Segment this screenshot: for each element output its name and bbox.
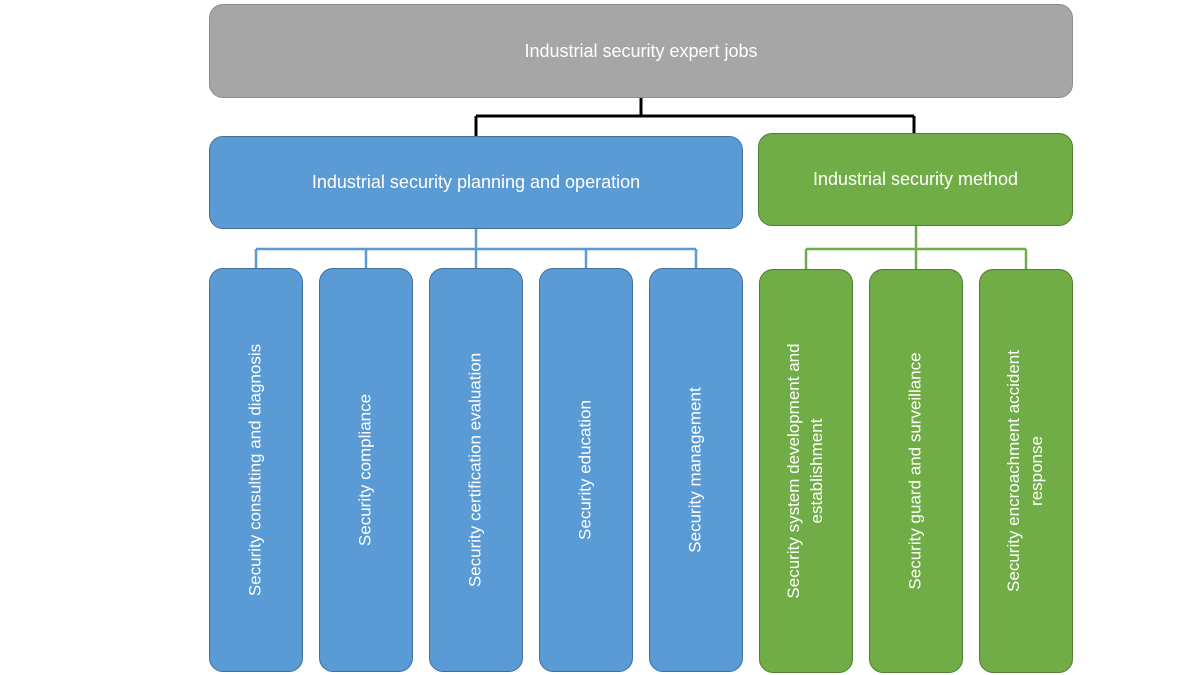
leaf-compliance-label: Security compliance (355, 393, 375, 547)
leaf-consulting-diagnosis: Security consulting and diagnosis (209, 268, 303, 672)
leaf-encroachment-response: Security encroachment accident response (979, 269, 1073, 673)
branch-method-node: Industrial security method (758, 133, 1073, 226)
leaf-management: Security management (649, 268, 743, 672)
leaf-guard-surveillance: Security guard and surveillance (869, 269, 963, 673)
root-label: Industrial security expert jobs (524, 40, 758, 61)
leaf-compliance: Security compliance (319, 268, 413, 672)
branch-method-label: Industrial security method (812, 169, 1019, 189)
leaf-management-label: Security management (685, 387, 705, 553)
leaf-education-label: Security education (575, 400, 595, 540)
leaf-education: Security education (539, 268, 633, 672)
leaf-consulting-diagnosis-label: Security consulting and diagnosis (245, 343, 265, 597)
leaf-system-development-label: Security system development and establis… (784, 343, 826, 599)
leaf-certification-evaluation-label: Security certification evaluation (465, 352, 485, 588)
branch-planning-node: Industrial security planning and operati… (209, 136, 743, 229)
leaf-guard-surveillance-label: Security guard and surveillance (905, 352, 925, 590)
leaf-encroachment-response-label: Security encroachment accident response (1004, 350, 1046, 592)
leaf-certification-evaluation: Security certification evaluation (429, 268, 523, 672)
root-node: Industrial security expert jobs (209, 4, 1073, 98)
branch-planning-label: Industrial security planning and operati… (311, 172, 641, 192)
leaf-system-development: Security system development and establis… (759, 269, 853, 673)
